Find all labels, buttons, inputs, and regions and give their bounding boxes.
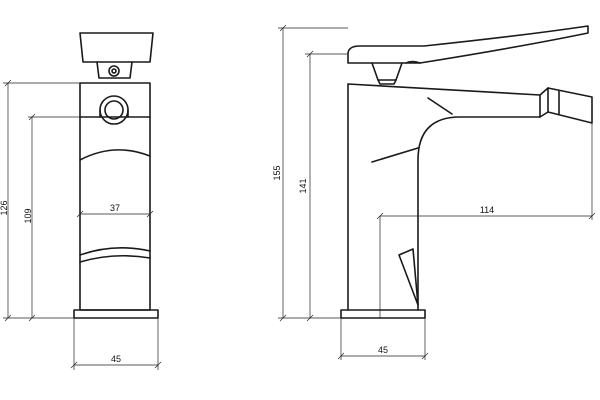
side-ext-base-sides (340, 318, 426, 360)
front-dim-spout-height: 109 (23, 113, 36, 322)
side-dim-lever-height: 141 (298, 50, 314, 322)
front-dim-body-width: 37 (76, 203, 154, 218)
dim-label-155: 155 (272, 165, 282, 180)
front-dim-base-width: 45 (70, 354, 162, 369)
side-nozzle (547, 87, 593, 124)
side-nozzle-collar (539, 87, 549, 118)
side-base (340, 309, 426, 319)
front-curve-lower (79, 247, 151, 256)
dim-label-114: 114 (480, 205, 494, 215)
front-curve-upper (79, 149, 151, 161)
side-cartridge-collar (377, 79, 397, 85)
side-detail-mid (371, 147, 419, 163)
front-handle-block (79, 32, 154, 63)
front-dim-total-height: 126 (0, 79, 12, 322)
dim-label-45-side: 45 (378, 345, 388, 355)
side-body-front (417, 94, 541, 311)
front-base (73, 309, 159, 319)
front-spout-sides (99, 109, 129, 118)
front-curve-lower-2 (79, 254, 151, 263)
side-dim-base-width: 45 (337, 345, 429, 360)
dim-label-45-front: 45 (111, 354, 121, 364)
front-ext-base-sides (73, 318, 159, 370)
dim-label-37: 37 (110, 203, 120, 213)
side-cartridge (371, 62, 403, 81)
side-lever-underside (405, 60, 421, 64)
side-body-top (347, 83, 541, 96)
side-dim-projection: 114 (376, 205, 596, 220)
front-spout-ring (99, 95, 129, 125)
side-detail-wedge (398, 248, 419, 306)
front-handle-knob (108, 65, 120, 77)
side-dim-total-height: 155 (272, 24, 287, 322)
front-handle-connector (96, 61, 133, 79)
front-handle-knob-center (111, 68, 117, 74)
dim-label-141: 141 (298, 178, 308, 193)
side-view: 155 141 114 45 (272, 24, 596, 360)
front-spout-nozzle (104, 100, 124, 120)
side-detail-upper (427, 97, 453, 115)
dim-label-109: 109 (23, 208, 33, 223)
front-view: 126 109 37 45 (0, 32, 162, 370)
dim-label-126: 126 (0, 200, 9, 215)
side-lever (347, 25, 589, 64)
